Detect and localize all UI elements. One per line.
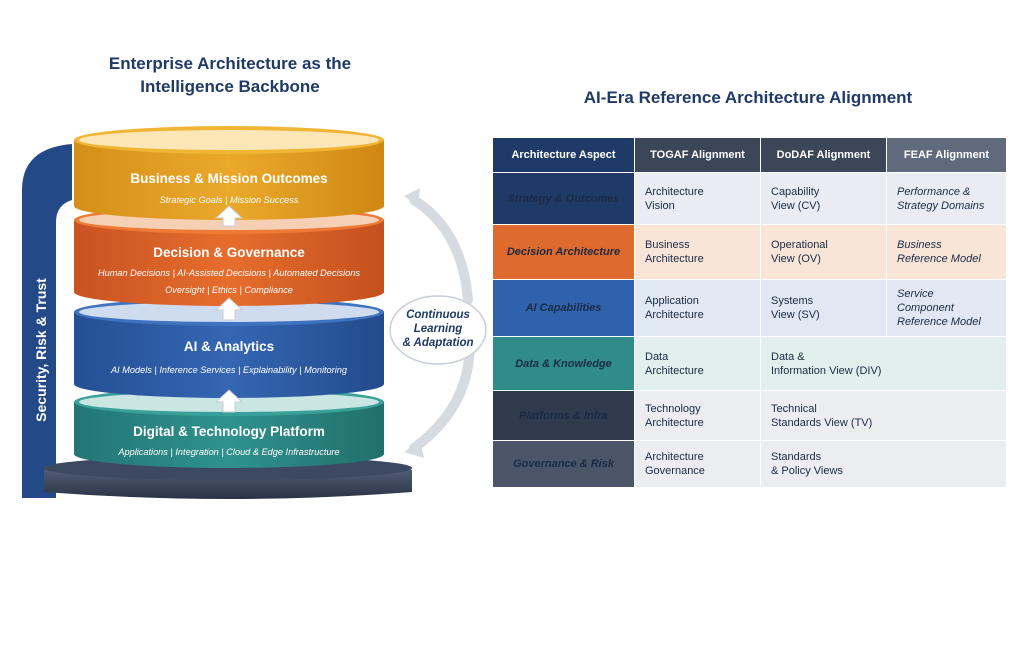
cycle-label: Continuous Learning & Adaptation [398, 308, 478, 350]
aspect-cell: Decision Architecture [492, 224, 635, 280]
togaf-cell: Data Architecture [634, 336, 761, 391]
table-row: Strategy & Outcomes Architecture Vision … [492, 172, 1007, 225]
security-pillar [22, 144, 72, 498]
header-togaf: TOGAF Alignment [634, 137, 761, 173]
feaf-cell: Performance & Strategy Domains [886, 172, 1007, 225]
up-arrow-icon [214, 389, 244, 413]
dodaf-cell: Systems View (SV) [760, 279, 887, 337]
dodaf-cell: Technical Standards View (TV) [760, 390, 1007, 441]
dodaf-cell: Capability View (CV) [760, 172, 887, 225]
togaf-cell: Architecture Vision [634, 172, 761, 225]
cycle-label-line: Learning [413, 323, 463, 335]
aspect-cell: Platforms & Infra [492, 390, 635, 441]
layer-subtitle2-decision: Oversight | Ethics | Compliance [165, 285, 293, 295]
layer-title-ai: AI & Analytics [183, 339, 275, 354]
diagram-title: Enterprise Architecture as the Intellige… [108, 54, 352, 96]
layer-title-platform: Digital & Technology Platform [133, 424, 325, 439]
dodaf-cell: Data & Information View (DIV) [760, 336, 1007, 391]
aspect-cell: Data & Knowledge [492, 336, 635, 391]
layer-title-business: Business & Mission Outcomes [130, 171, 328, 186]
dodaf-cell: Standards & Policy Views [760, 440, 1007, 488]
table-row: Governance & Risk Architecture Governanc… [492, 440, 1007, 488]
cycle-label-line: & Adaptation [402, 337, 474, 349]
layer-title-decision: Decision & Governance [153, 245, 305, 260]
layer-subtitle-ai: AI Models | Inference Services | Explain… [111, 365, 347, 375]
table-title: AI-Era Reference Architecture Alignment [583, 88, 913, 107]
table-row: Data & Knowledge Data Architecture Data … [492, 336, 1007, 391]
side-label: Security, Risk & Trust [26, 278, 56, 422]
togaf-cell: Technology Architecture [634, 390, 761, 441]
feaf-cell: Service Component Reference Model [886, 279, 1007, 337]
table-row: AI Capabilities Application Architecture… [492, 279, 1007, 337]
togaf-cell: Business Architecture [634, 224, 761, 280]
side-label-text: Security, Risk & Trust [33, 278, 49, 422]
cycle-bubble [389, 295, 487, 365]
table-header-row: Architecture Aspect TOGAF Alignment DoDA… [492, 137, 1007, 173]
layer-subtitle-decision: Human Decisions | AI-Assisted Decisions … [98, 268, 360, 278]
up-arrow-icon [214, 297, 244, 321]
cycle-label-line: Continuous [406, 309, 470, 321]
table-row: Decision Architecture Business Architect… [492, 224, 1007, 280]
aspect-cell: AI Capabilities [492, 279, 635, 337]
layer-subtitle-business: Strategic Goals | Mission Success [159, 195, 299, 205]
feaf-cell: Business Reference Model [886, 224, 1007, 280]
togaf-cell: Application Architecture [634, 279, 761, 337]
layer-subtitle-platform: Applications | Integration | Cloud & Edg… [118, 447, 340, 457]
header-feaf: FEAF Alignment [886, 137, 1007, 173]
header-architecture-aspect: Architecture Aspect [492, 137, 635, 173]
reference-alignment-table: Architecture Aspect TOGAF Alignment DoDA… [492, 137, 1007, 488]
togaf-cell: Architecture Governance [634, 440, 761, 488]
aspect-cell: Strategy & Outcomes [492, 172, 635, 225]
up-arrow-icon [214, 205, 244, 227]
dodaf-cell: Operational View (OV) [760, 224, 887, 280]
table-row: Platforms & Infra Technology Architectur… [492, 390, 1007, 441]
aspect-cell: Governance & Risk [492, 440, 635, 488]
header-dodaf: DoDAF Alignment [760, 137, 887, 173]
